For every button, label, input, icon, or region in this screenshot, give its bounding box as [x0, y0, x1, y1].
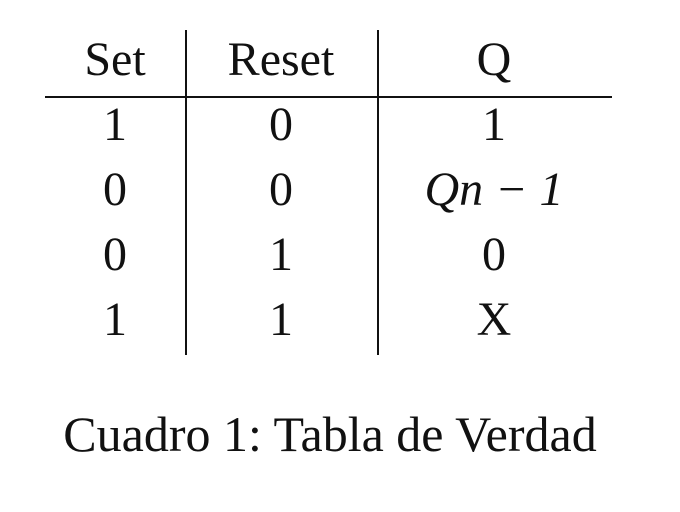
- header-set: Set: [84, 33, 146, 86]
- header-q: Q: [476, 33, 512, 86]
- table-cell: 0: [269, 163, 293, 216]
- table-caption: Cuadro 1: Tabla de Verdad: [63, 406, 597, 462]
- header-rule: [45, 96, 612, 98]
- table-cell: 0: [103, 163, 127, 216]
- table-cell: Qn − 1: [424, 163, 564, 216]
- table-cell: 1: [269, 293, 293, 346]
- table-cell: 1: [269, 228, 293, 281]
- column-divider: [185, 30, 187, 355]
- table-cell: 0: [103, 228, 127, 281]
- table-cell: 1: [482, 98, 506, 151]
- table-cell: X: [476, 293, 512, 346]
- header-reset: Reset: [227, 33, 335, 86]
- table-cell: 1: [103, 98, 127, 151]
- table-cell: 1: [103, 293, 127, 346]
- table-cell: 0: [269, 98, 293, 151]
- table-cell: 0: [482, 228, 506, 281]
- column-divider: [377, 30, 379, 355]
